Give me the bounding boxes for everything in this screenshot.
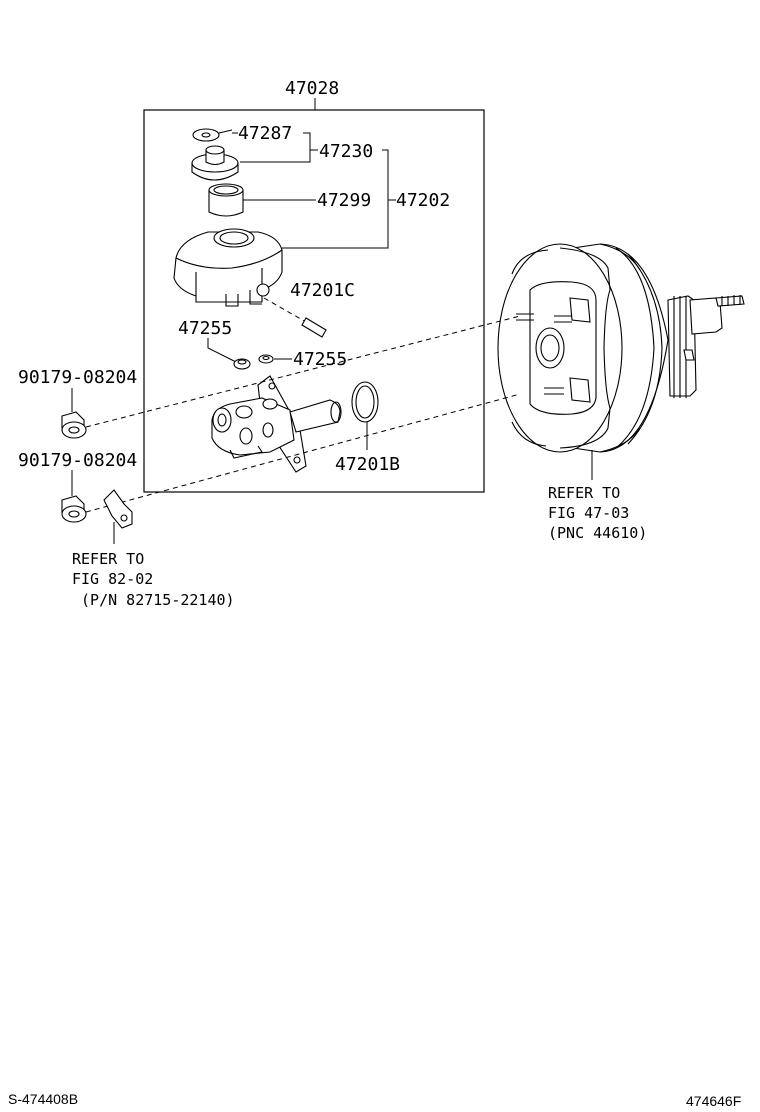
bracket-note-line2[interactable]: FIG 82-02 (72, 570, 153, 588)
booster-note-line3[interactable]: (PNC 44610) (548, 524, 647, 542)
cap-clip-part (192, 128, 233, 142)
label-47255-left[interactable]: 47255 (178, 318, 232, 339)
grommet-left-part (233, 358, 251, 370)
booster-note-line1[interactable]: REFER TO (548, 484, 620, 502)
strainer-part (208, 183, 244, 217)
nut-lower-part (61, 495, 87, 523)
dashed-line-upper (85, 315, 521, 428)
dashed-line-lower (85, 393, 521, 513)
label-47201C[interactable]: 47201C (290, 280, 355, 301)
label-47299[interactable]: 47299 (317, 190, 371, 211)
label-nut-lower[interactable]: 90179-08204 (18, 450, 137, 471)
bracket-note-line3[interactable]: (P/N 82715-22140) (72, 591, 235, 609)
footer-right-code: 474646F (686, 1093, 741, 1109)
bracket-47202 (282, 149, 396, 249)
assembly-frame (143, 109, 485, 493)
label-nut-upper[interactable]: 90179-08204 (18, 367, 137, 388)
bracket-47230 (303, 132, 318, 163)
label-47255-right[interactable]: 47255 (293, 349, 347, 370)
label-47201B[interactable]: 47201B (335, 454, 400, 475)
nut-upper-part (61, 411, 87, 439)
o-ring-part (351, 381, 379, 423)
brake-booster-part (497, 243, 745, 453)
grommet-right-part (258, 354, 274, 364)
leader-47255-left (207, 338, 237, 363)
label-47287[interactable]: 47287 (238, 123, 292, 144)
booster-note-line2[interactable]: FIG 47-03 (548, 504, 629, 522)
label-47202[interactable]: 47202 (396, 190, 450, 211)
pin-part (263, 297, 327, 338)
label-47028[interactable]: 47028 (285, 78, 339, 99)
master-cylinder-part (211, 375, 342, 473)
reservoir-part (173, 228, 283, 307)
footer-left-code: S-474408B (8, 1091, 78, 1107)
reservoir-cap-part (191, 145, 239, 181)
bracket-note-line1[interactable]: REFER TO (72, 550, 144, 568)
label-47230[interactable]: 47230 (319, 141, 373, 162)
bracket-part (103, 489, 133, 529)
